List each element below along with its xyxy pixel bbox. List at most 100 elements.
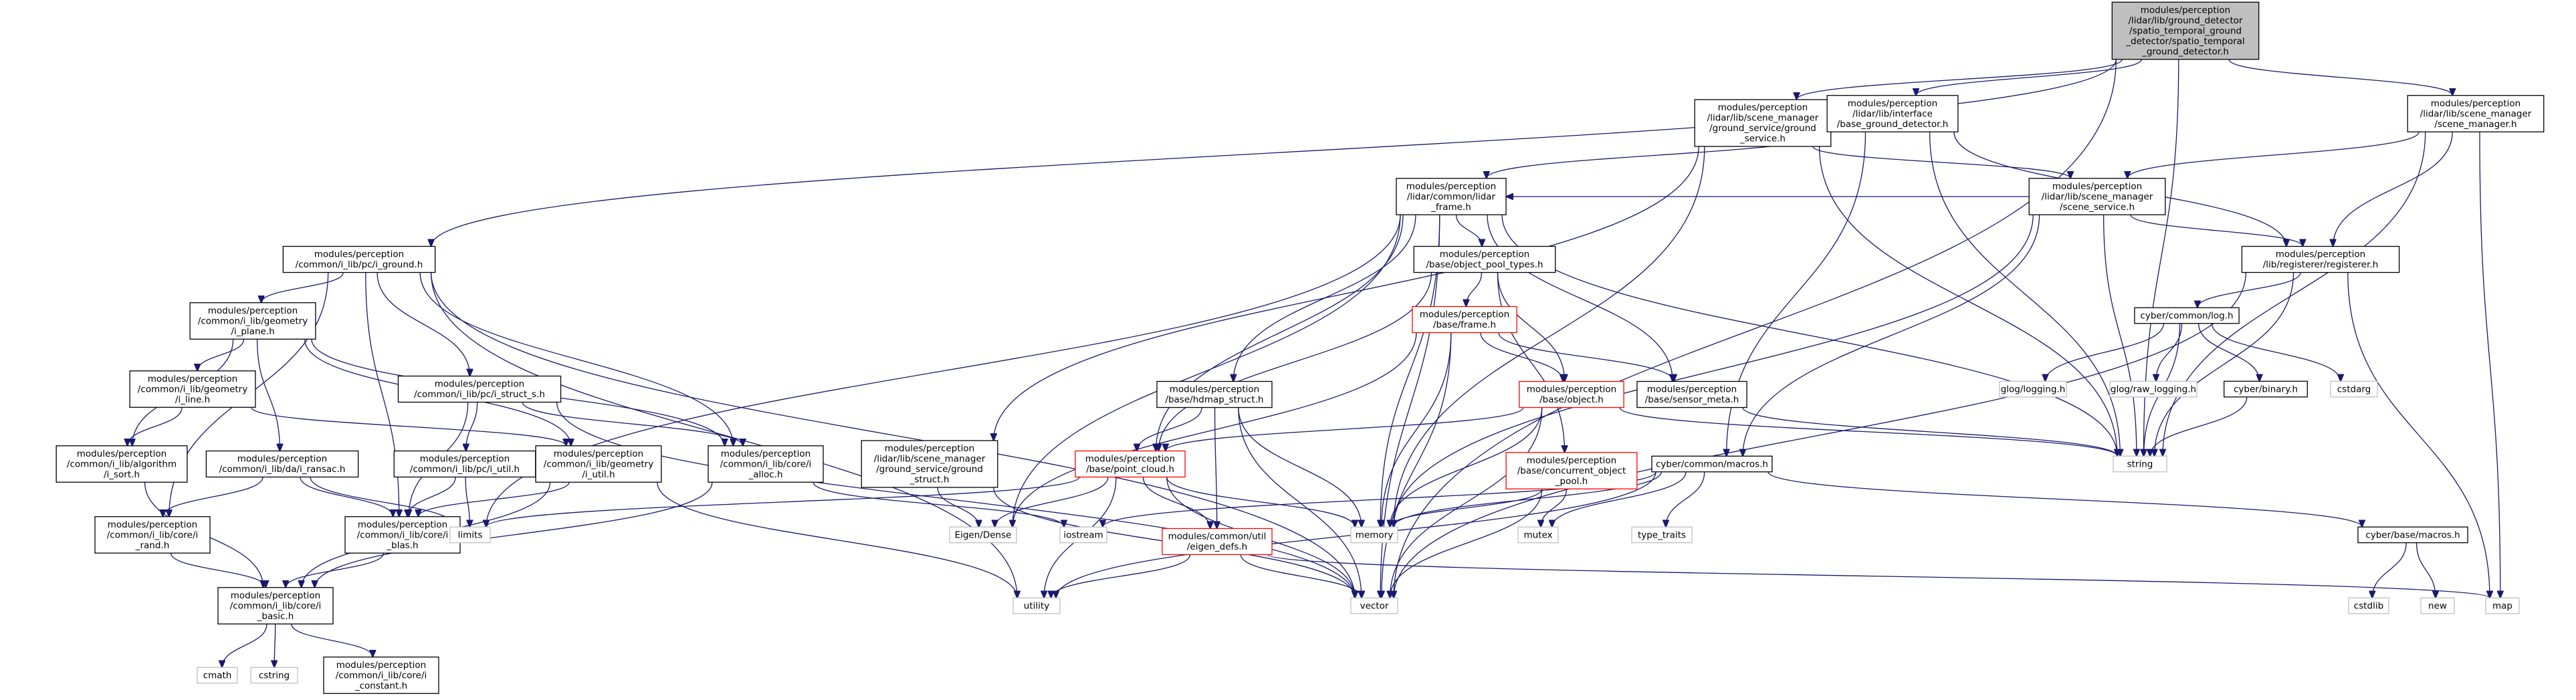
- node-label-line: cstdarg: [2337, 384, 2371, 394]
- node-glog-raw-logging[interactable]: glog/raw_logging.h: [2109, 380, 2197, 398]
- node-i-blas[interactable]: modules/perception/common/i_lib/core/i_b…: [344, 516, 461, 554]
- edge-cyber-log-to-glog-raw-logging: [2156, 323, 2183, 382]
- edge-base-frame-to-vector: [1382, 332, 1452, 598]
- node-box: [2420, 597, 2455, 614]
- node-label-line: /spatio_temporal_ground: [2129, 25, 2242, 36]
- node-scene-manager[interactable]: modules/perception/lidar/lib/scene_manag…: [2407, 95, 2545, 132]
- node-iostream[interactable]: iostream: [1059, 526, 1107, 544]
- edge-cyber-macros-to-type-traits: [1666, 471, 1705, 528]
- node-label-line: /i_util.h: [582, 469, 615, 480]
- node-cyber-macros[interactable]: cyber/common/macros.h: [1651, 455, 1773, 473]
- node-label-line: /base/frame.h: [1433, 320, 1496, 330]
- node-label-line: /common/i_lib/core/i: [720, 459, 812, 469]
- node-label-line: type_traits: [1638, 530, 1686, 540]
- node-i-struct-s[interactable]: modules/perception/common/i_lib/pc/i_str…: [397, 375, 562, 403]
- node-type-traits[interactable]: type_traits: [1631, 526, 1693, 544]
- node-eigen-dense[interactable]: Eigen/Dense: [949, 526, 1017, 544]
- node-label-line: /lib/registerer/registerer.h: [2263, 259, 2379, 270]
- node-glog-logging[interactable]: glog/logging.h: [1999, 380, 2067, 398]
- node-label-line: cyber/common/log.h: [2140, 310, 2233, 321]
- node-i-alloc[interactable]: modules/perception/common/i_lib/core/i_a…: [708, 445, 824, 483]
- edge-hdmap-struct-to-vector: [1238, 407, 1362, 598]
- edge-i-plane-to-i-line: [197, 339, 245, 371]
- node-memory[interactable]: memory: [1350, 526, 1398, 544]
- edge-registerer-to-cyber-log: [2197, 272, 2301, 308]
- node-base-macros[interactable]: cyber/base/macros.h: [2357, 526, 2468, 544]
- node-label-line: cyber/common/macros.h: [1656, 459, 1768, 469]
- edge-base-frame-to-sensor-meta: [1498, 332, 1674, 382]
- node-cstdlib[interactable]: cstdlib: [2348, 597, 2389, 614]
- node-point-cloud[interactable]: modules/perception/base/point_cloud.h: [1075, 450, 1186, 478]
- edge-root-to-vector: [1394, 59, 2117, 598]
- node-label-line: modules/perception: [435, 379, 524, 390]
- node-box: [2485, 597, 2520, 614]
- node-label-line: modules/perception: [108, 519, 197, 530]
- node-gs-ground-struct[interactable]: modules/perception/lidar/lib/scene_manag…: [861, 440, 998, 488]
- node-label-line: modules/perception: [237, 454, 327, 465]
- node-i-line[interactable]: modules/perception/common/i_lib/geometry…: [129, 370, 256, 408]
- node-string[interactable]: string: [2113, 455, 2167, 473]
- node-cyber-binary[interactable]: cyber/binary.h: [2224, 380, 2308, 398]
- node-i-constant[interactable]: modules/perception/common/i_lib/core/i_c…: [323, 657, 439, 694]
- node-cmath[interactable]: cmath: [197, 667, 238, 684]
- node-label-line: modules/perception: [1848, 98, 1937, 109]
- node-label-line: /common/i_lib/core/i: [336, 670, 427, 681]
- node-i-util-geom[interactable]: modules/perception/common/i_lib/geometry…: [535, 445, 662, 483]
- edge-i-ground-to-vector: [431, 272, 1355, 598]
- edge-point-cloud-to-limits: [486, 477, 1080, 528]
- edge-scene-manager-to-map: [2479, 132, 2500, 598]
- edge-i-ground-to-i-struct-s: [377, 272, 470, 376]
- node-sensor-meta[interactable]: modules/perception/base/sensor_meta.h: [1636, 380, 1747, 409]
- node-i-ransac[interactable]: modules/perception/common/i_lib/da/i_ran…: [205, 450, 359, 478]
- node-limits[interactable]: limits: [449, 526, 491, 544]
- node-utility[interactable]: utility: [1012, 597, 1061, 614]
- edge-root-to-gs-ground-service: [1797, 59, 2123, 100]
- edge-eigen-defs-to-utility: [1051, 554, 1191, 598]
- node-i-sort[interactable]: modules/perception/common/i_lib/algorith…: [56, 445, 188, 483]
- node-box: [1350, 597, 1398, 614]
- node-box: [2348, 597, 2389, 614]
- edge-eigen-defs-to-vector: [1240, 554, 1362, 598]
- edge-object-pool-types-to-base-frame: [1466, 272, 1483, 307]
- node-box: [2028, 178, 2166, 215]
- node-concurrent-pool[interactable]: modules/perception/base/concurrent_objec…: [1505, 452, 1638, 489]
- node-root[interactable]: modules/perception/lidar/lib/ground_dete…: [2111, 1, 2260, 60]
- node-cstdarg[interactable]: cstdarg: [2330, 380, 2378, 398]
- edge-i-basic-to-i-constant: [291, 624, 373, 657]
- node-base-object[interactable]: modules/perception/base/object.h: [1519, 380, 1624, 409]
- node-cstring[interactable]: cstring: [250, 667, 298, 684]
- node-label-line: /lidar/lib/interface: [1852, 108, 1933, 119]
- edge-i-ground-to-i-plane: [261, 272, 344, 303]
- node-eigen-defs[interactable]: modules/common/util/eigen_defs.h: [1162, 528, 1273, 556]
- node-box: [1636, 380, 1747, 409]
- node-i-rand[interactable]: modules/perception/common/i_lib/core/i_r…: [94, 516, 211, 554]
- node-box: [1012, 597, 1061, 614]
- node-cyber-log[interactable]: cyber/common/log.h: [2134, 307, 2240, 324]
- edge-i-ground-to-i-alloc: [419, 272, 733, 446]
- node-label-line: _basic.h: [257, 611, 294, 622]
- node-registerer[interactable]: modules/perception/lib/registerer/regist…: [2241, 245, 2400, 273]
- node-vector[interactable]: vector: [1350, 597, 1398, 614]
- node-i-util-pc[interactable]: modules/perception/common/i_lib/pc/i_uti…: [393, 450, 536, 478]
- node-box: [535, 445, 662, 483]
- node-base-frame[interactable]: modules/perception/base/frame.h: [1412, 306, 1517, 334]
- node-i-plane[interactable]: modules/perception/common/i_lib/geometry…: [189, 302, 316, 340]
- node-label-line: modules/perception: [358, 519, 447, 530]
- node-i-basic[interactable]: modules/perception/common/i_lib/core/i_b…: [217, 587, 334, 624]
- node-label-line: mutex: [1523, 530, 1552, 540]
- node-hdmap-struct[interactable]: modules/perception/base/hdmap_struct.h: [1156, 380, 1273, 409]
- node-map[interactable]: map: [2485, 597, 2520, 614]
- node-label-line: glog/raw_logging.h: [2111, 384, 2196, 394]
- node-scene-service[interactable]: modules/perception/lidar/lib/scene_manag…: [2028, 178, 2166, 215]
- edge-i-util-geom-to-utility: [657, 482, 1017, 598]
- node-label-line: /base/point_cloud.h: [1086, 464, 1174, 475]
- edge-gs-ground-service-to-gs-ground-struct: [994, 146, 1699, 441]
- node-label-line: cyber/binary.h: [2234, 384, 2298, 394]
- node-object-pool-types[interactable]: modules/perception/base/object_pool_type…: [1413, 245, 1556, 273]
- node-mutex[interactable]: mutex: [1517, 526, 1559, 544]
- node-i-ground[interactable]: modules/perception/common/i_lib/pc/i_gro…: [282, 245, 436, 273]
- node-gs-ground-service[interactable]: modules/perception/lidar/lib/scene_manag…: [1694, 99, 1832, 147]
- node-new[interactable]: new: [2420, 597, 2455, 614]
- node-base-ground-detector[interactable]: modules/perception/lidar/lib/interface/b…: [1826, 95, 1959, 132]
- node-lidar-frame[interactable]: modules/perception/lidar/common/lidar_fr…: [1396, 178, 1507, 215]
